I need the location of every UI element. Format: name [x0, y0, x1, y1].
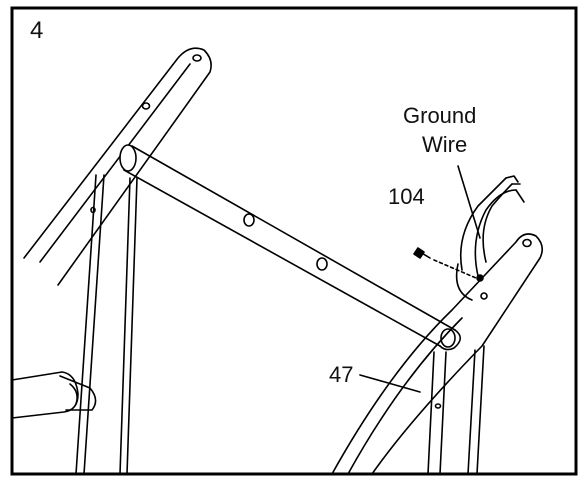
left-vertical-rails — [76, 175, 137, 474]
part-104-label: 104 — [388, 184, 425, 209]
step-number: 4 — [30, 17, 43, 44]
right-frame-rail — [332, 234, 542, 474]
left-diagonal-upright — [24, 48, 211, 285]
crossbar-tube — [120, 145, 460, 350]
ground-wire-label-line2: Wire — [422, 132, 467, 157]
screw-104 — [414, 248, 476, 278]
ground-wire-label-line1: Ground — [403, 103, 476, 128]
part-47-label: 47 — [329, 362, 353, 387]
figure-border — [12, 8, 576, 474]
ground-wire-leader — [458, 166, 480, 238]
right-vertical-rails — [428, 346, 484, 474]
